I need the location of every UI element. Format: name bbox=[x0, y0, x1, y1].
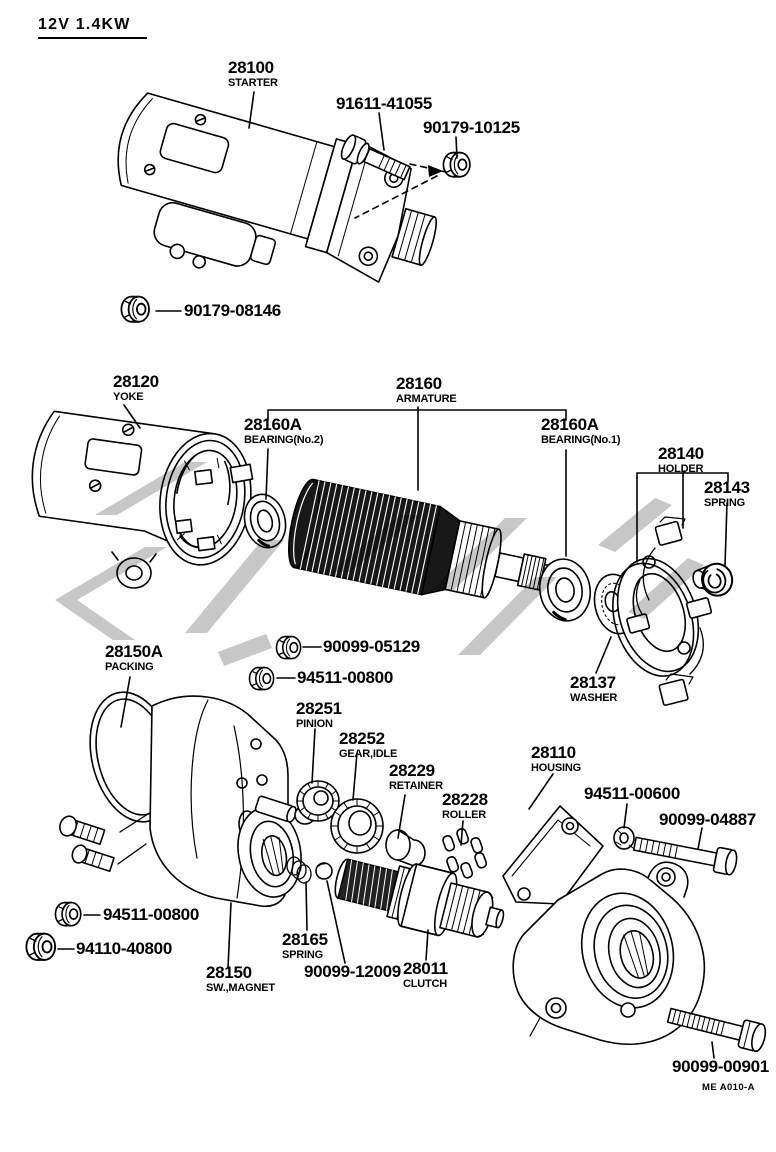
label-roller: 28228 ROLLER bbox=[442, 790, 488, 821]
rollers-drawing bbox=[442, 828, 488, 879]
label-bolt-90099-04887: 90099-04887 bbox=[659, 810, 756, 829]
bolt-91611-drawing bbox=[340, 134, 411, 181]
bearing-no1-drawing bbox=[538, 558, 592, 622]
pinion-drawing bbox=[294, 780, 340, 825]
retainer-drawing bbox=[385, 829, 426, 867]
pinion-shaft-drawing bbox=[254, 795, 297, 823]
alignment-dashes bbox=[354, 163, 447, 219]
alignment-arrow bbox=[428, 165, 443, 177]
label-nut-94511-00600: 94511-00600 bbox=[584, 784, 680, 803]
bolt-90099-04887-drawing bbox=[632, 836, 738, 876]
leader-90099-00901 bbox=[711, 1041, 715, 1059]
label-pinion: 28251 PINION bbox=[296, 699, 342, 730]
leader-90099-12009 bbox=[326, 880, 346, 964]
leader-gear-idle bbox=[352, 752, 358, 801]
leader-91611 bbox=[378, 112, 385, 151]
magnet-switch-drawing bbox=[59, 695, 302, 907]
spring-28165-drawing bbox=[286, 856, 312, 884]
washer-94511-00600-drawing bbox=[613, 826, 635, 850]
label-clutch: 28011 CLUTCH bbox=[403, 959, 448, 990]
label-washer-28137: 28137 WASHER bbox=[570, 673, 618, 704]
page-title: 12V 1.4KW bbox=[38, 16, 147, 39]
nut-90099-05129-drawing bbox=[275, 635, 302, 660]
leader-90099-04887 bbox=[697, 827, 703, 850]
plate-code: ME A010-A bbox=[702, 1082, 755, 1093]
watermark bbox=[55, 462, 704, 666]
leader-packing bbox=[120, 676, 131, 728]
leader-90179-10125 bbox=[455, 136, 458, 159]
label-sw-magnet: 28150 SW.,MAGNET bbox=[206, 963, 275, 994]
clutch-drawing bbox=[334, 858, 505, 938]
housing-drawing bbox=[502, 805, 706, 1046]
yoke-drawing bbox=[31, 410, 254, 566]
label-nut-94110-40800: 94110-40800 bbox=[76, 939, 172, 958]
leader-spring-28143 bbox=[724, 502, 728, 567]
label-housing: 28110 HOUSING bbox=[531, 743, 581, 774]
label-bolt-91611: 91611-41055 bbox=[336, 94, 432, 113]
leader-roller bbox=[460, 820, 464, 846]
label-nut-90179-10125: 90179-10125 bbox=[423, 118, 520, 137]
label-gear-idle: 28252 GEAR,IDLE bbox=[339, 729, 398, 760]
leader-housing bbox=[528, 773, 554, 810]
label-nut-90179-08146: 90179-08146 bbox=[184, 301, 281, 320]
label-armature: 28160 ARMATURE bbox=[396, 374, 457, 405]
nut-90179-08146-drawing bbox=[120, 295, 150, 323]
starter-assembly-drawing bbox=[117, 92, 438, 283]
label-yoke: 28120 YOKE bbox=[113, 372, 159, 403]
leader-starter bbox=[248, 91, 255, 129]
label-spring-28143: 28143 SPRING bbox=[704, 478, 750, 509]
bolt-90099-00901-drawing bbox=[666, 1007, 767, 1053]
leader-clutch bbox=[425, 929, 429, 961]
label-retainer: 28229 RETAINER bbox=[389, 761, 443, 792]
label-nut-94511-00800-lower: 94511-00800 bbox=[103, 905, 199, 924]
label-starter: 28100 STARTER bbox=[228, 58, 278, 89]
leader-retainer bbox=[397, 794, 406, 839]
idle-gear-drawing bbox=[330, 798, 384, 854]
leader-spring-28165 bbox=[305, 881, 308, 931]
leader-pinion bbox=[311, 728, 316, 784]
nut-94110-40800-drawing bbox=[25, 932, 57, 961]
label-bearing-no1: 28160A BEARING(No.1) bbox=[541, 415, 621, 446]
bracket-armature bbox=[265, 406, 567, 557]
label-bolt-90099-00901: 90099-00901 bbox=[672, 1057, 769, 1076]
label-bearing-no2: 28160A BEARING(No.2) bbox=[244, 415, 324, 446]
label-holder: 28140 HOLDER bbox=[658, 444, 704, 475]
spring-28143-drawing bbox=[692, 562, 734, 597]
label-packing: 28150A PACKING bbox=[105, 642, 163, 673]
label-nut-90099-05129: 90099-05129 bbox=[323, 637, 420, 656]
nut-94511-00800-upper-drawing bbox=[248, 666, 275, 691]
leader-lines bbox=[57, 91, 729, 1059]
nut-94511-00800-lower-drawing bbox=[54, 901, 82, 927]
leader-sw-magnet bbox=[227, 902, 232, 969]
label-spring-28165: 28165 SPRING bbox=[282, 930, 328, 961]
armature-drawing bbox=[288, 478, 559, 599]
label-nut-94511-00800-upper: 94511-00800 bbox=[297, 668, 393, 687]
leader-washer-28137 bbox=[595, 636, 612, 674]
ball-drawing bbox=[315, 862, 333, 880]
leader-94511-00600 bbox=[623, 803, 628, 829]
label-ball-90099-12009: 90099-12009 bbox=[304, 962, 401, 981]
leader-yoke bbox=[123, 404, 141, 429]
